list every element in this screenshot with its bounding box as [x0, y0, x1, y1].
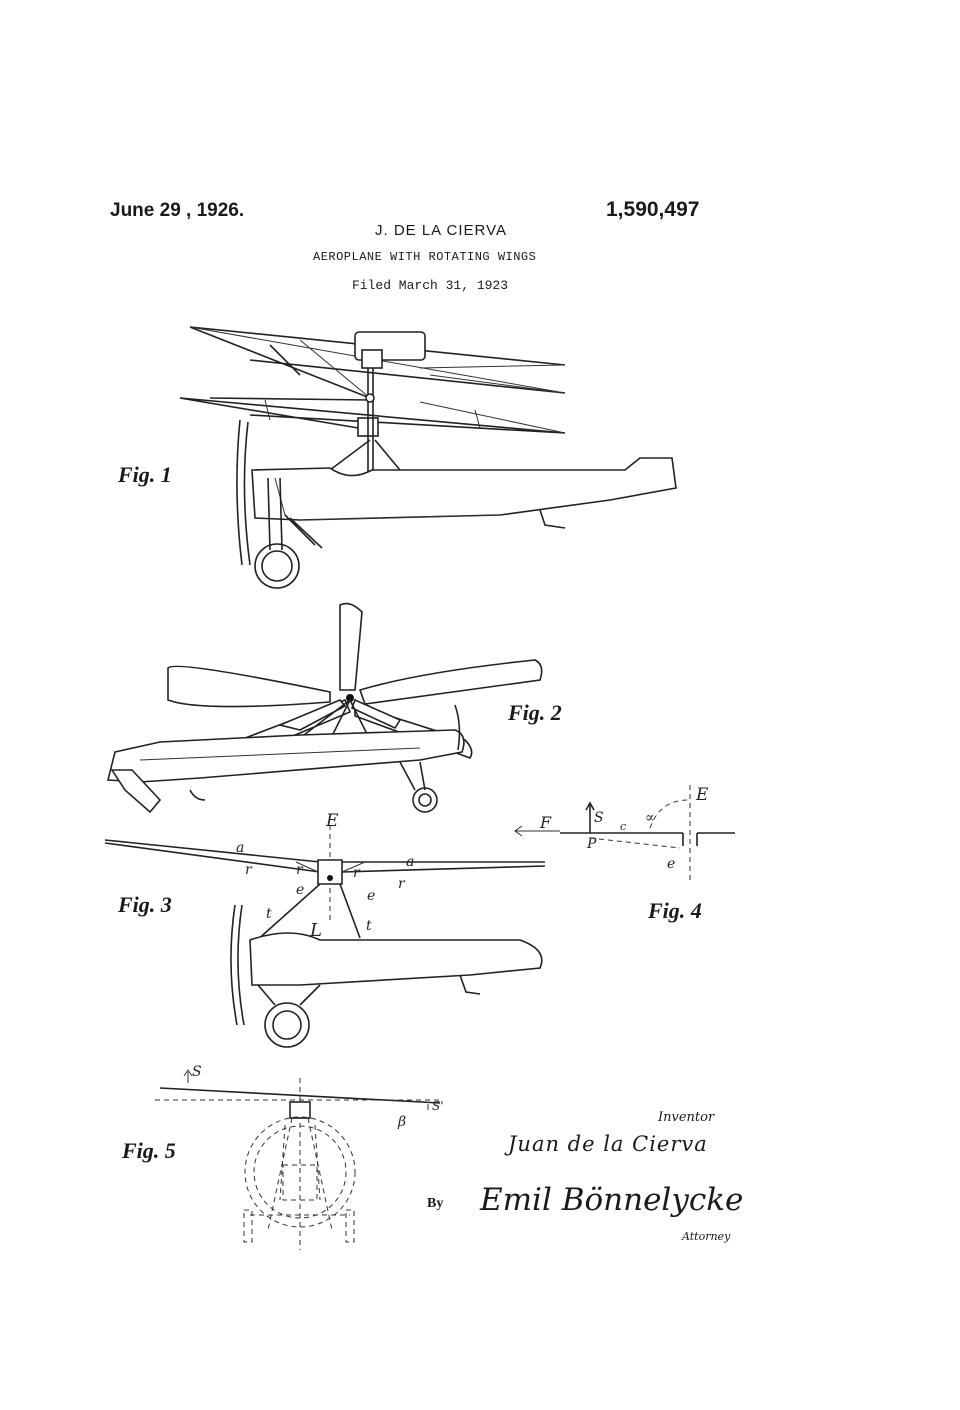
- figure-5-label: Fig. 5: [122, 1138, 176, 1163]
- figure-1-label: Fig. 1: [118, 462, 172, 487]
- figure-5-drawing: [155, 1069, 441, 1250]
- issue-date: June 29 , 1926.: [110, 200, 245, 221]
- ref-alpha: ∝: [645, 810, 654, 826]
- reference-letters: a a r r r r e e t t L E E F S c P ∝ e S …: [192, 785, 709, 1130]
- ref-S-fig5: S: [192, 1064, 202, 1080]
- ref-e-right: e: [367, 888, 375, 904]
- inventor-name: J. DE LA CIERVA: [375, 222, 507, 239]
- ref-S-fig4: S: [594, 810, 604, 826]
- ref-r-4: r: [398, 876, 406, 892]
- attorney-label: Attorney: [682, 1230, 731, 1243]
- figure-2-drawing: [106, 602, 543, 814]
- figure-1-drawing: [179, 326, 677, 589]
- ref-r-1: r: [245, 862, 253, 878]
- ref-r-2: r: [296, 862, 304, 878]
- figure-2-label: Fig. 2: [508, 700, 562, 725]
- ref-P: P: [586, 836, 597, 852]
- ref-t-right: t: [366, 918, 372, 934]
- inventor-label: Inventor: [658, 1110, 715, 1125]
- ref-c: c: [620, 820, 626, 833]
- ref-s-prime: S': [432, 1099, 444, 1113]
- figure-4-label: Fig. 4: [648, 898, 702, 923]
- patent-title: AEROPLANE WITH ROTATING WINGS: [313, 250, 537, 264]
- ref-r-3: r: [353, 865, 361, 881]
- ref-t-left: t: [266, 906, 272, 922]
- figure-3-label: Fig. 3: [118, 892, 172, 917]
- by-label: By: [427, 1196, 444, 1211]
- attorney-signature: Emil Bönnelycke: [480, 1182, 744, 1218]
- ref-E-fig3: E: [325, 811, 339, 831]
- ref-a-right: a: [406, 854, 414, 870]
- ref-a-left: a: [236, 840, 244, 856]
- ref-F: F: [539, 813, 552, 832]
- ref-e-fig4: e: [667, 856, 675, 872]
- inventor-signature: Juan de la Cierva: [508, 1132, 708, 1156]
- figure-4-drawing: [514, 785, 735, 880]
- filed-date: Filed March 31, 1923: [352, 278, 509, 293]
- ref-beta: β: [397, 1114, 406, 1130]
- figure-3-drawing: [104, 825, 546, 1048]
- ref-e-left: e: [296, 882, 304, 898]
- ref-L: L: [309, 920, 322, 941]
- patent-number: 1,590,497: [606, 198, 700, 221]
- ref-E-fig4: E: [695, 785, 709, 805]
